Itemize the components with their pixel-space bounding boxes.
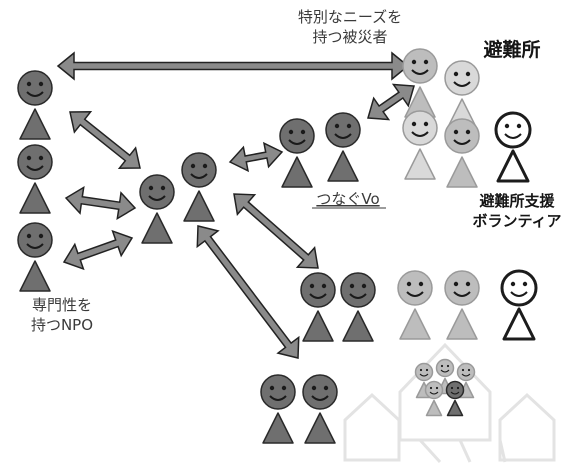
connection-arrow [62,229,134,271]
dark-person [17,70,53,140]
connection-arrow [69,111,141,169]
light-person [444,270,480,340]
shelter-support-label-line1: 避難所支援 [479,192,555,210]
outline-person [500,269,538,341]
connection-arrow [56,51,410,81]
house-outlines [343,342,556,464]
dark-person [445,380,465,417]
person-head [17,144,53,180]
light-person [402,48,438,118]
arrows [56,51,415,359]
connection-arrow [367,83,415,121]
light-person [397,270,433,340]
person-body [262,412,294,444]
dark-person [17,222,53,292]
person-body [425,399,443,417]
person-body [404,148,436,180]
light-person [424,380,444,417]
connection-arrow [196,225,300,359]
person-body [446,156,478,188]
dark-person [181,152,217,222]
dark-person [279,118,315,188]
person-body [399,308,431,340]
person-head [424,380,444,400]
npo-label-line2: 持つNPO [31,316,93,334]
person-head [494,111,532,149]
person-body [183,190,215,222]
dark-person [340,272,376,342]
person-head [444,60,480,96]
person-head [444,118,480,154]
person-head [402,110,438,146]
person-head [325,112,361,148]
person-body [141,212,173,244]
light-person [444,118,480,188]
dark-person [17,144,53,214]
person-head [435,358,455,378]
person-head [181,152,217,188]
person-body [342,310,374,342]
npo-label-line1: 専門性を [32,296,92,314]
person-head [414,362,434,382]
people [17,48,538,444]
person-head [500,269,538,307]
person-head [402,48,438,84]
person-head [17,222,53,258]
person-head [279,118,315,154]
person-body [327,150,359,182]
person-body [19,182,51,214]
person-head [302,374,338,410]
person-body [304,412,336,444]
connection-arrow [228,141,284,173]
dark-person [260,374,296,444]
dark-person [139,174,175,244]
house-outline [418,438,507,464]
connection-arrow [233,193,319,269]
house-outline [343,392,401,462]
person-head [456,362,476,382]
house-outline [398,342,492,442]
person-body [19,260,51,292]
person-head [397,270,433,306]
person-head [340,272,376,308]
outline-person [494,111,532,183]
special-needs-label-line2: 持つ被災者 [312,28,387,46]
person-head [260,374,296,410]
person-body [446,399,464,417]
house-outline [498,392,556,462]
person-head [139,174,175,210]
person-body [302,310,334,342]
person-body [281,156,313,188]
connecting-vo-label: つなぐVo [316,190,379,208]
shelter-support-label-line2: ボランティア [472,212,561,230]
person-body [502,307,536,341]
person-head [444,270,480,306]
dark-person [302,374,338,444]
shelter-label: 避難所 [483,38,540,61]
pale-person [402,110,438,180]
person-head [445,380,465,400]
person-head [17,70,53,106]
special-needs-label-line1: 特別なニーズを [298,8,402,26]
person-head [300,272,336,308]
dark-person [300,272,336,342]
person-body [19,108,51,140]
person-body [496,149,530,183]
person-body [446,308,478,340]
connection-arrow [64,185,137,221]
dark-person [325,112,361,182]
